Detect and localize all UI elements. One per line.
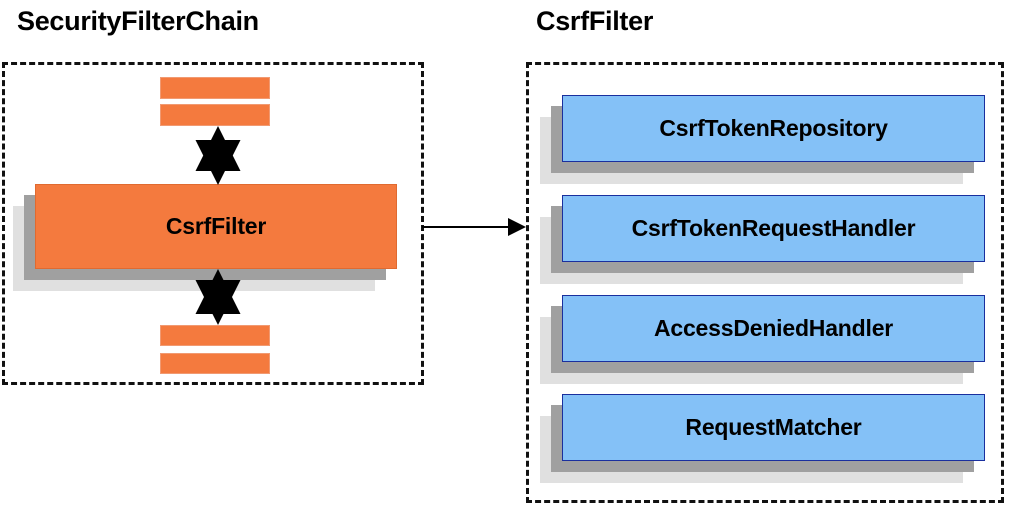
filter-stub-bar-top-1 [160, 77, 270, 99]
card-face: AccessDeniedHandler [562, 295, 985, 362]
left-group-title: SecurityFilterChain [17, 6, 259, 36]
card-face: CsrfFilter [35, 184, 397, 269]
security-filter-chain-boundary [2, 62, 424, 385]
csrf-filter-card-label: CsrfFilter [165, 213, 267, 239]
collaborator-card-3[interactable]: RequestMatcher [540, 394, 985, 483]
card-face: RequestMatcher [562, 394, 985, 461]
filter-stub-bar-bottom-2 [160, 353, 270, 374]
collaborator-card-0[interactable]: CsrfTokenRepository [540, 95, 985, 184]
collaborator-card-label-1: CsrfTokenRequestHandler [631, 215, 916, 241]
filter-stub-bar-bottom-1 [160, 325, 270, 346]
card-face: CsrfTokenRequestHandler [562, 195, 985, 262]
csrf-filter-collaborators-boundary [526, 62, 1004, 503]
collaborator-card-label-0: CsrfTokenRepository [659, 115, 888, 141]
collaborator-card-1[interactable]: CsrfTokenRequestHandler [540, 195, 985, 284]
collaborator-card-label-2: AccessDeniedHandler [653, 315, 894, 341]
collaborator-card-label-3: RequestMatcher [685, 414, 862, 440]
filter-stub-bar-top-2 [160, 104, 270, 126]
csrf-filter-card[interactable]: CsrfFilter [13, 184, 397, 291]
right-group-title: CsrfFilter [536, 6, 654, 36]
card-face: CsrfTokenRepository [562, 95, 985, 162]
collaborator-card-2[interactable]: AccessDeniedHandler [540, 295, 985, 384]
